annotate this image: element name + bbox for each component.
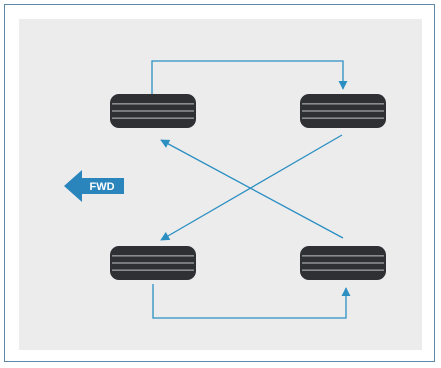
- tire-rear-right: [300, 246, 386, 280]
- cross-arrow-to-front-left: [160, 139, 344, 239]
- tire-rear-left: [110, 246, 196, 280]
- tire-front-left: [110, 94, 196, 128]
- cross-arrow-to-rear-left: [160, 134, 343, 241]
- tire-front-right: [300, 94, 386, 128]
- rear-swap-arrow: [152, 284, 351, 319]
- front-swap-arrow: [151, 60, 348, 97]
- fwd-label: FWD: [89, 181, 114, 193]
- fwd-arrow-icon: FWD: [64, 170, 124, 202]
